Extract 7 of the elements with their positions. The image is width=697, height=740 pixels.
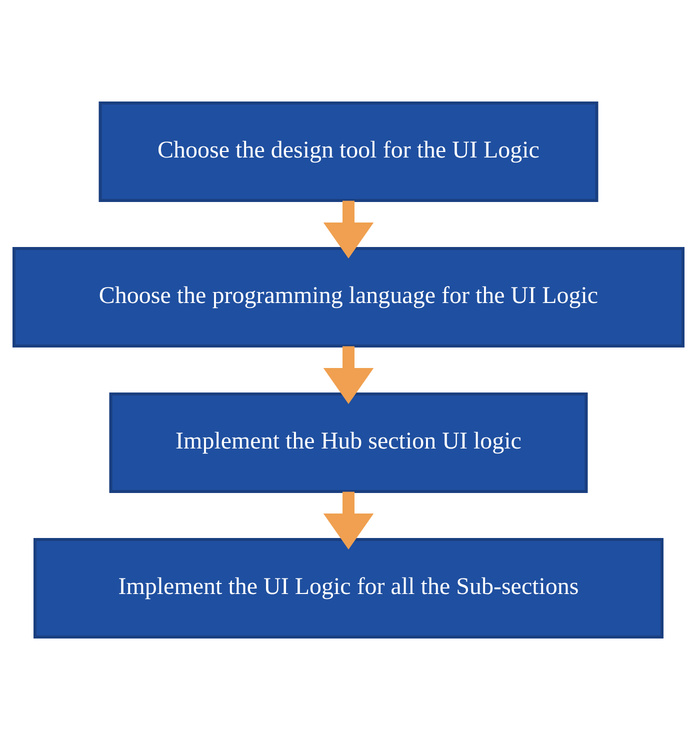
node-box: Choose the design tool for the UI Logic xyxy=(98,102,598,202)
arrow xyxy=(323,200,374,258)
node-box: Implement the Hub section UI logic xyxy=(109,392,588,493)
node-box: Implement the UI Logic for all the Sub-sections xyxy=(34,538,664,638)
node-box: Choose the programming language for the UI Logic xyxy=(12,247,684,348)
arrow xyxy=(323,492,374,550)
arrow xyxy=(323,346,374,404)
